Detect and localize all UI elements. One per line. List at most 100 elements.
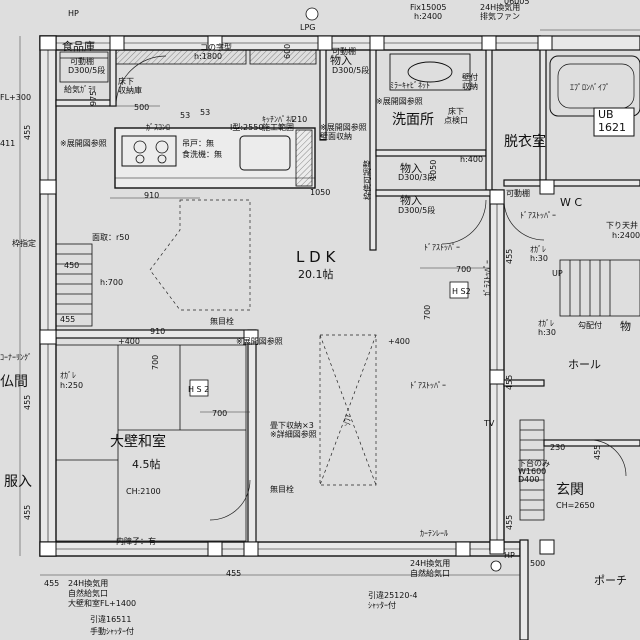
label-500: 500 bbox=[134, 103, 149, 112]
label-movable-shelf-2: 可動棚 bbox=[332, 46, 356, 56]
label-400-b: +400 bbox=[388, 337, 410, 346]
label-hp-2: HP bbox=[504, 551, 515, 560]
label-h2400: h:2400 bbox=[414, 12, 442, 21]
right-stair bbox=[559, 259, 640, 317]
label-underfloor-storage: 収納庫 bbox=[118, 85, 142, 95]
label-natural-supply-2: 自然給気口 bbox=[410, 568, 450, 578]
label-manual-shutter: 手動ｼｬｯﾀｰ付 bbox=[90, 626, 134, 636]
label-h30-2: h:30 bbox=[538, 328, 556, 337]
label-ogare-2: ｵｶﾞﾚ bbox=[530, 245, 546, 254]
label-natural-supply: 自然給気口 bbox=[68, 588, 108, 598]
label-411: 411 bbox=[0, 139, 15, 148]
label-inner-screen: 内障子：有 bbox=[116, 536, 156, 546]
label-washroom: 洗面所 bbox=[392, 112, 434, 128]
label-h2400b: h:2400 bbox=[612, 231, 640, 240]
label-shutter-attached: ｼｬｯﾀｰ付 bbox=[368, 600, 396, 610]
label-kaizan: 枠指定 bbox=[12, 238, 36, 248]
kitchen-counter bbox=[114, 127, 316, 189]
label-500b: 500 bbox=[530, 559, 545, 568]
label-storage-1: 物入 bbox=[330, 53, 352, 67]
label-h30-1: h:30 bbox=[530, 254, 548, 263]
label-1050: 1050 bbox=[310, 188, 330, 197]
label-450: 450 bbox=[64, 261, 79, 270]
label-wall-cabinet: 吊戸：無 bbox=[182, 138, 214, 148]
label-door-stopper-2: ﾄﾞｱｽﾄｯﾊﾟｰ bbox=[410, 381, 446, 390]
pantry-shelves bbox=[59, 49, 317, 83]
label-d400: D400 bbox=[518, 475, 539, 484]
label-h700: h:700 bbox=[100, 278, 123, 287]
label-detail-ref: ※詳細図参照 bbox=[270, 429, 317, 439]
lpg-circle bbox=[305, 7, 319, 21]
label-455-e: 455 bbox=[23, 395, 32, 410]
label-455-h: 455 bbox=[505, 375, 514, 390]
label-910-b: 910 bbox=[150, 327, 165, 336]
label-sofa: ｿﾌｧ bbox=[343, 414, 352, 426]
label-storage-2: 物入 bbox=[400, 161, 422, 175]
label-vent-24h-2: 24H換気用 bbox=[68, 578, 108, 588]
label-455-d: 455 bbox=[23, 125, 32, 140]
label-ub: UB bbox=[598, 108, 614, 121]
bathtub bbox=[549, 55, 640, 137]
left-stair bbox=[55, 243, 93, 327]
label-h1800: h:1800 bbox=[194, 52, 222, 61]
label-storage-2-label: 収納 bbox=[462, 81, 478, 91]
label-floor-inspection: 床下 bbox=[448, 106, 464, 116]
label-ogare-3: ｵｶﾞﾚ bbox=[538, 319, 554, 328]
label-ogare-1: ｵｶﾞﾚ bbox=[60, 371, 76, 380]
label-pull-shutter: 引違16511 bbox=[90, 614, 131, 624]
label-hs2: H S2 bbox=[452, 287, 471, 296]
label-japanese-area: 4.5帖 bbox=[132, 458, 161, 471]
label-700-c: 700 bbox=[212, 409, 227, 418]
label-700-a: 700 bbox=[151, 355, 160, 370]
hs-box-2 bbox=[449, 281, 469, 299]
label-d300-1: D300/5段 bbox=[68, 65, 105, 75]
label-210: 210 bbox=[292, 115, 307, 124]
ldk-furniture bbox=[149, 199, 377, 486]
label-d300-3: D300/3段 bbox=[398, 172, 435, 182]
label-455-f: 455 bbox=[23, 505, 32, 520]
columns bbox=[39, 35, 555, 557]
label-910-a: 910 bbox=[144, 191, 159, 200]
label-tv: TV bbox=[483, 419, 495, 428]
hp-circle bbox=[490, 560, 502, 572]
label-455-j: 455 bbox=[593, 445, 602, 460]
label-up: UP bbox=[552, 269, 563, 278]
label-inspection-port: 点検口 bbox=[444, 115, 468, 125]
label-corner: ｺｰﾅｰﾘﾝｸﾞ bbox=[0, 353, 32, 362]
label-pull-25120: 引違25120-4 bbox=[368, 590, 417, 600]
label-bath-wall: ｴﾌﾟﾛﾝﾊﾞｲﾌﾟ bbox=[570, 83, 610, 92]
label-wall-storage-2: 壁付 bbox=[462, 72, 478, 82]
label-455-c: 455 bbox=[44, 579, 59, 588]
label-mirror-cabinet: ﾐﾗｰｷｬﾋﾞﾈｯﾄ bbox=[390, 81, 430, 90]
label-loose-beam-2: 無目栓 bbox=[270, 484, 294, 494]
label-type-i: I型:2550 bbox=[230, 123, 263, 132]
label-dishwasher: 食洗機：無 bbox=[182, 149, 222, 159]
label-700-d: 700 bbox=[456, 265, 471, 274]
label-japanese-ch: CH:2100 bbox=[126, 487, 161, 496]
label-1050b: 1050 bbox=[429, 160, 438, 180]
label-vent-24h-3: 24H換気用 bbox=[410, 558, 450, 568]
tatami-mats bbox=[55, 344, 247, 542]
label-butsuma: 仏間 bbox=[0, 374, 28, 390]
label-vent-24h: 24H換気用 bbox=[480, 2, 520, 12]
label-supply-vent: 給気ｶﾞﾗﾘ bbox=[64, 84, 96, 94]
label-hp: HP bbox=[68, 9, 79, 18]
label-entrance: 玄関 bbox=[556, 481, 584, 498]
label-storage-3: 物入 bbox=[400, 193, 422, 207]
label-230: 230 bbox=[550, 443, 565, 452]
label-700-b: 700 bbox=[423, 305, 432, 320]
label-wall-fl1400: 大壁和室FL+1400 bbox=[68, 598, 136, 608]
label-53a: 53 bbox=[200, 108, 210, 117]
label-kitchen-panel: ｷｯﾁﾝﾊﾟﾈﾙ bbox=[262, 115, 294, 124]
label-adjustable-shelf: 枠使可調整 bbox=[362, 160, 372, 200]
label-hs2-b: H S 2 bbox=[188, 385, 209, 394]
label-975: 975 bbox=[89, 91, 98, 106]
label-600: 600 bbox=[283, 44, 292, 59]
label-dressing: 脱衣室 bbox=[504, 133, 546, 150]
label-h250: h:250 bbox=[60, 381, 83, 390]
door-swings bbox=[115, 55, 627, 521]
label-wc: W C bbox=[560, 196, 582, 209]
label-ldk: L D K bbox=[296, 248, 336, 266]
label-radius: 面取：r50 bbox=[92, 233, 129, 242]
